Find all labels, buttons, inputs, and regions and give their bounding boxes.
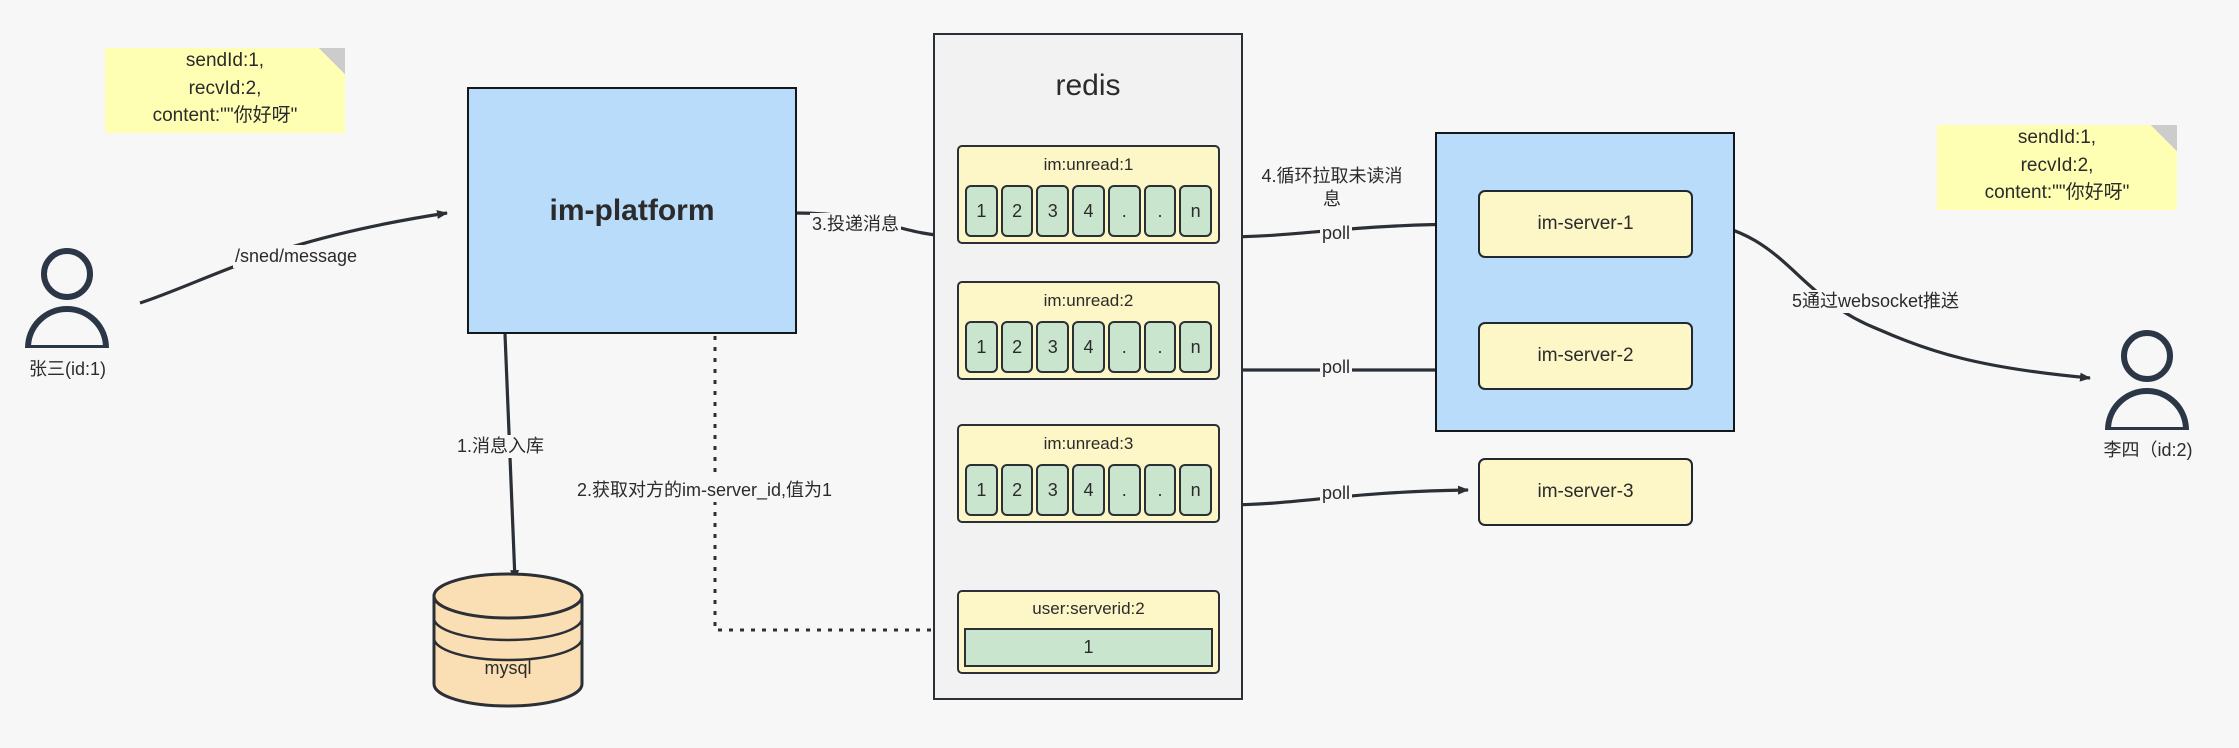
- edge-label-poll-3: poll: [1320, 482, 1353, 505]
- redis-queue-3-cells: 1 2 3 4 . . n: [965, 464, 1213, 516]
- queue-cell: 2: [1000, 185, 1034, 237]
- queue-cell: .: [1143, 464, 1177, 516]
- im-server-1-label: im-server-1: [1537, 213, 1634, 234]
- queue-cell: .: [1107, 185, 1141, 237]
- queue-cell: n: [1179, 464, 1213, 516]
- queue-cell: 4: [1072, 321, 1105, 373]
- actor-receiver: [2100, 330, 2195, 433]
- mysql-datastore[interactable]: [428, 570, 588, 710]
- redis-kv-entry[interactable]: user:serverid:2 1: [957, 590, 1220, 674]
- redis-title: redis: [1055, 69, 1121, 102]
- im-server-2-label: im-server-2: [1537, 345, 1634, 366]
- edge-label-step5: 5通过websocket推送: [1790, 290, 1962, 313]
- redis-kv-value: 1: [964, 628, 1213, 667]
- queue-cell: .: [1143, 185, 1177, 237]
- redis-queue-1-cells: 1 2 3 4 . . n: [965, 185, 1213, 237]
- mysql-label: mysql: [484, 658, 532, 678]
- im-server-3-label: im-server-3: [1537, 481, 1634, 502]
- queue-cell: 3: [1036, 185, 1070, 237]
- queue-cell: 4: [1072, 185, 1105, 237]
- note-left-message-payload: sendId:1, recvId:2, content:""你好呀": [105, 48, 345, 133]
- edge-server1-to-receiver: [1689, 218, 2091, 382]
- queue-cell: 1: [965, 321, 998, 373]
- im-server-1-box[interactable]: im-server-1: [1478, 190, 1693, 258]
- redis-queue-2-key: im:unread:2: [1043, 291, 1134, 310]
- redis-queue-1-key: im:unread:1: [1043, 155, 1134, 174]
- redis-queue-1[interactable]: im:unread:1 1 2 3 4 . . n: [957, 145, 1220, 244]
- edge-label-poll-1: poll: [1320, 222, 1353, 245]
- im-server-2-box[interactable]: im-server-2: [1478, 322, 1693, 390]
- redis-kv-key: user:serverid:2: [1032, 599, 1145, 618]
- actor-receiver-caption: 李四（id:2): [2103, 440, 2193, 460]
- queue-cell: 4: [1072, 464, 1105, 516]
- queue-cell: n: [1179, 321, 1213, 373]
- im-server-3-box[interactable]: im-server-3: [1478, 458, 1693, 526]
- actor-sender-caption: 张三(id:1): [28, 359, 106, 379]
- queue-cell: .: [1107, 321, 1141, 373]
- redis-queue-2-cells: 1 2 3 4 . . n: [965, 321, 1213, 373]
- person-icon: [24, 248, 110, 351]
- note-left-text: sendId:1, recvId:2, content:""你好呀": [152, 50, 298, 127]
- redis-queue-2[interactable]: im:unread:2 1 2 3 4 . . n: [957, 281, 1220, 380]
- person-icon: [2104, 330, 2190, 433]
- queue-cell: 2: [1000, 464, 1034, 516]
- queue-cell: 3: [1036, 464, 1070, 516]
- edge-label-step3: 3.投递消息: [810, 213, 902, 236]
- queue-cell: .: [1107, 464, 1141, 516]
- redis-queue-3-key: im:unread:3: [1043, 434, 1134, 453]
- im-platform-box[interactable]: im-platform: [467, 87, 797, 334]
- database-cylinder-icon: [432, 572, 584, 708]
- queue-cell: 3: [1036, 321, 1070, 373]
- edge-label-send-message: /sned/message: [233, 245, 360, 268]
- edge-label-step1: 1.消息入库: [455, 435, 547, 458]
- im-platform-label: im-platform: [549, 193, 715, 227]
- edge-label-poll-2: poll: [1320, 356, 1353, 379]
- note-fold-corner-icon: [319, 48, 345, 74]
- queue-cell: 1: [965, 185, 998, 237]
- edge-label-step4: 4.循环拉取未读消 息: [1255, 165, 1409, 210]
- edge-redis-kv-to-platform: [710, 319, 953, 632]
- note-right-text: sendId:1, recvId:2, content:""你好呀": [1984, 127, 2130, 204]
- note-right-message-payload: sendId:1, recvId:2, content:""你好呀": [1937, 125, 2177, 210]
- queue-cell: 2: [1000, 321, 1034, 373]
- queue-cell: .: [1143, 321, 1177, 373]
- queue-cell: 1: [965, 464, 998, 516]
- actor-sender: [20, 248, 115, 351]
- queue-cell: n: [1179, 185, 1213, 237]
- redis-queue-3[interactable]: im:unread:3 1 2 3 4 . . n: [957, 424, 1220, 523]
- edge-label-step2: 2.获取对方的im-server_id,值为1: [575, 479, 835, 502]
- note-fold-corner-icon: [2151, 125, 2177, 151]
